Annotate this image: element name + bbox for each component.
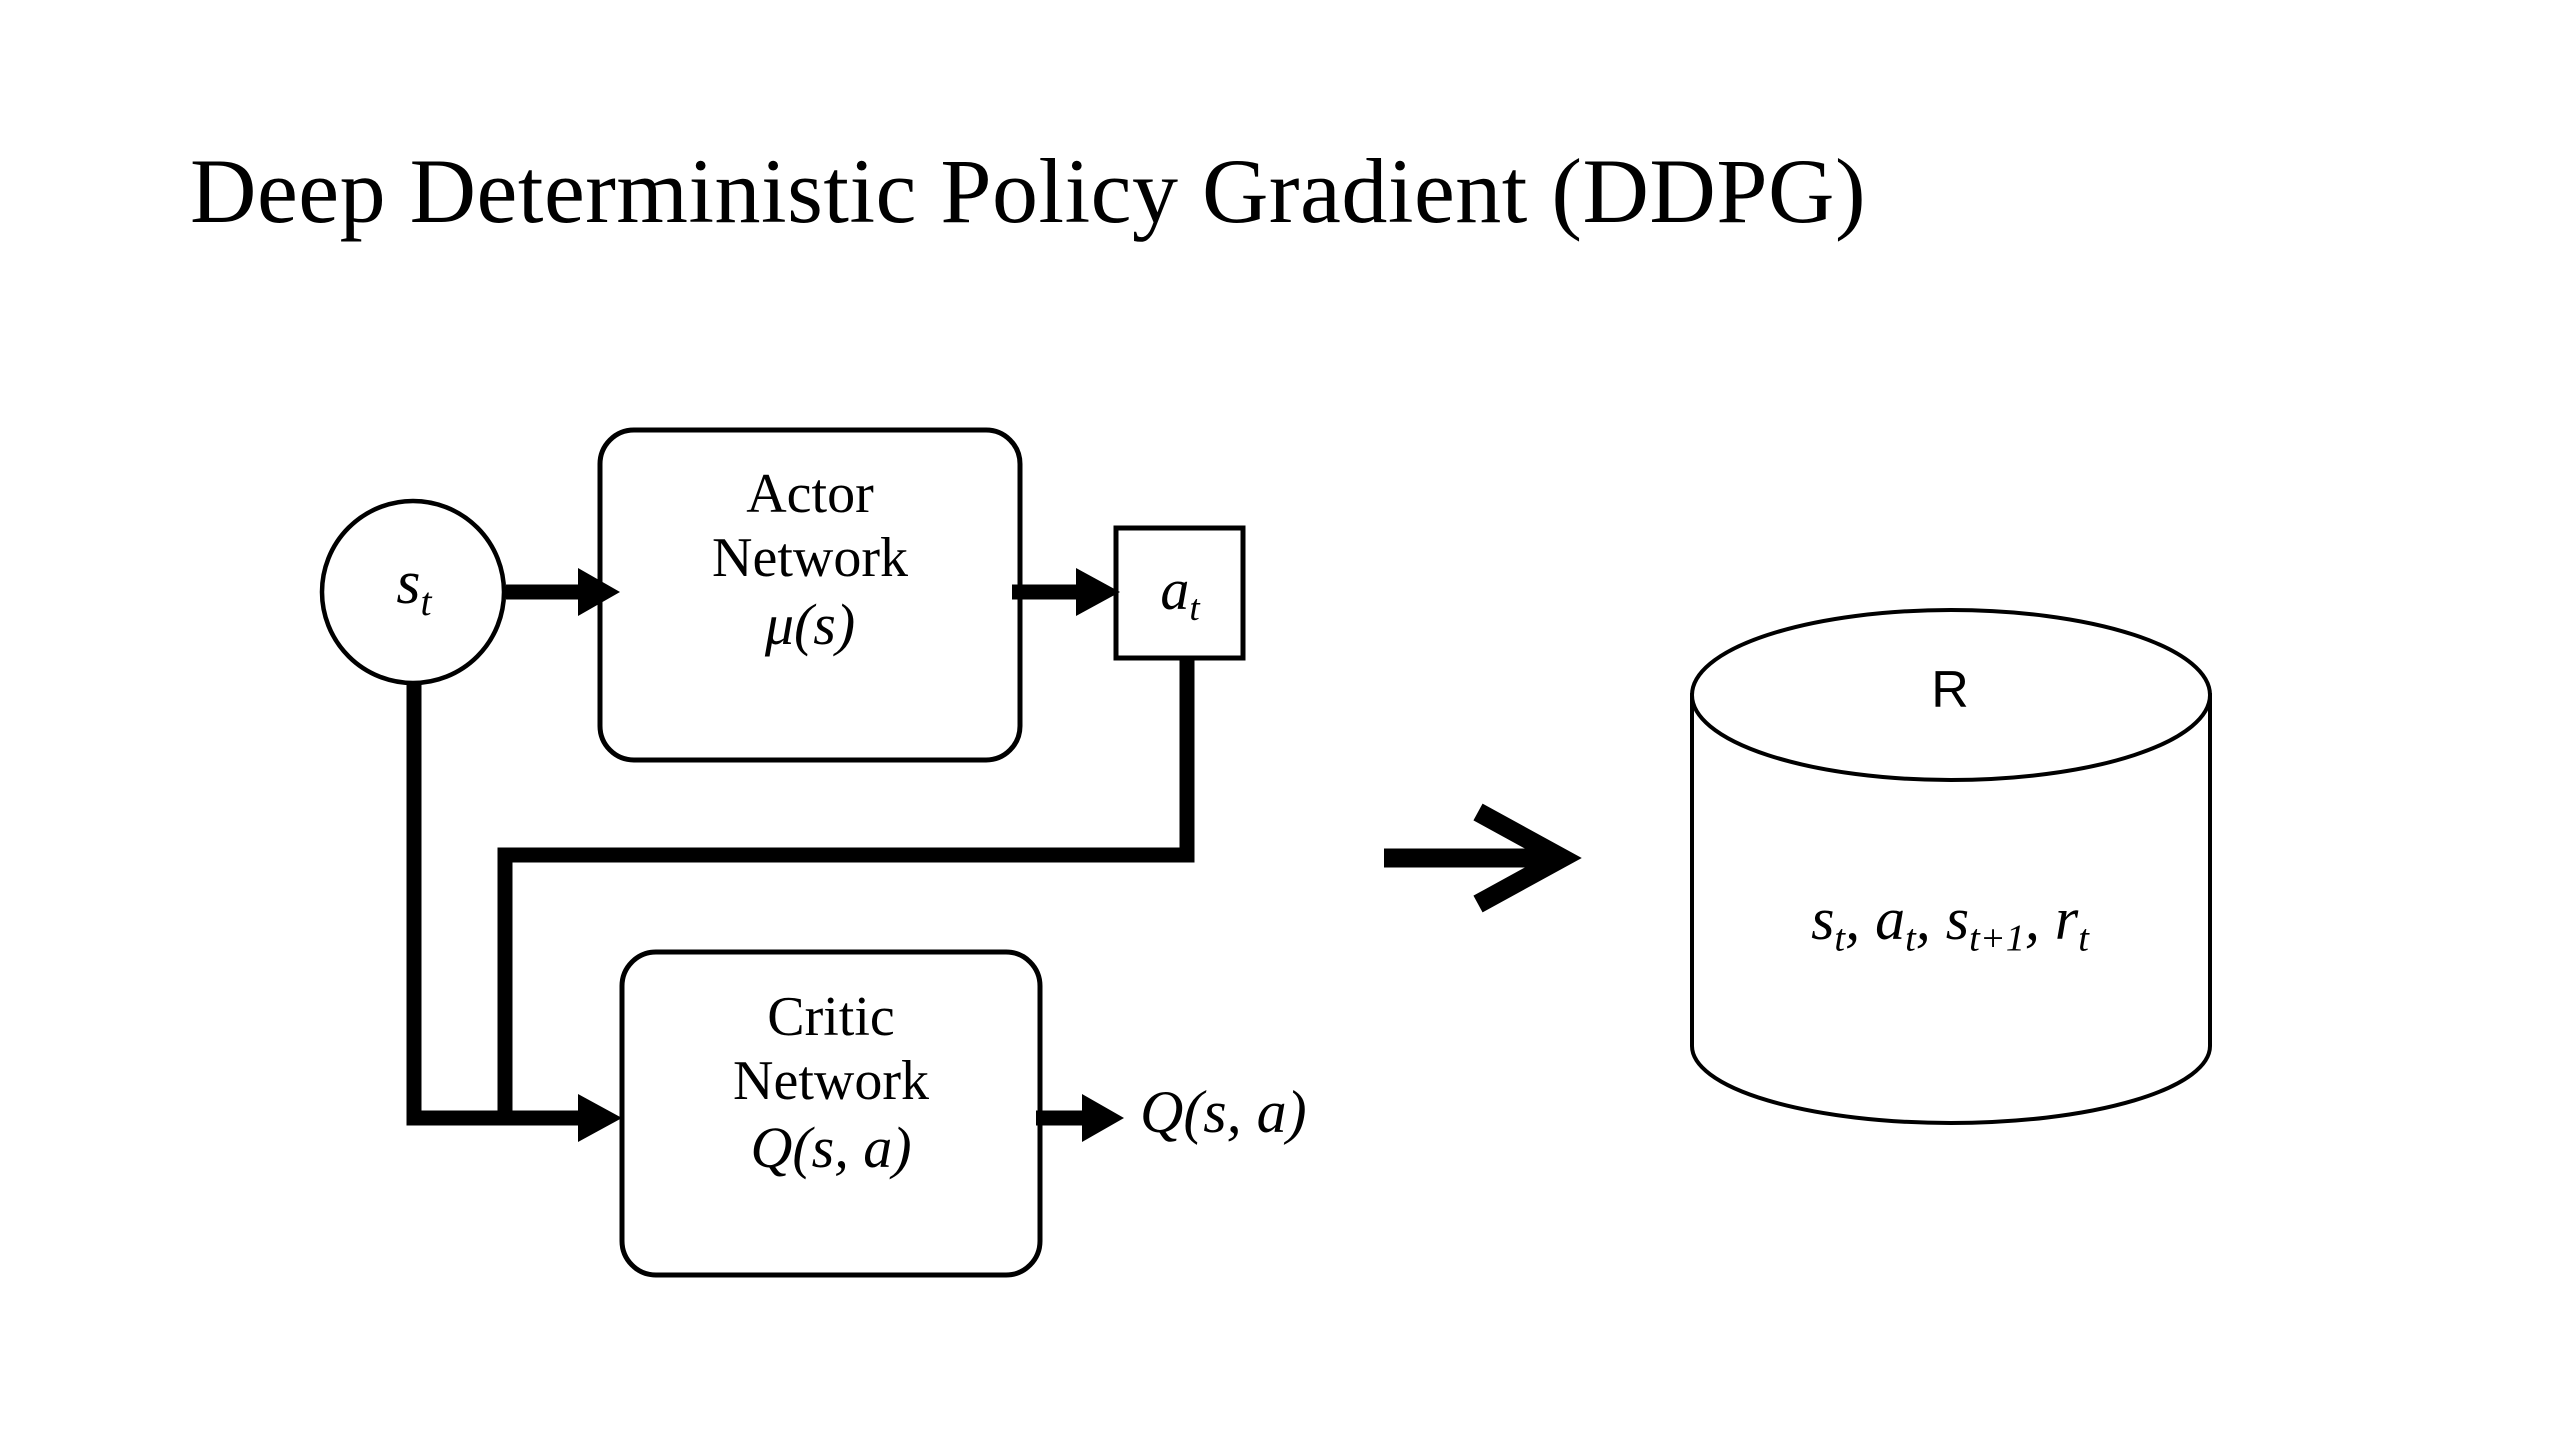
arrow-critic-to-q-output	[1036, 1094, 1124, 1142]
arrow-actor-to-action	[1012, 568, 1120, 616]
arrow-state-to-actor	[506, 568, 620, 616]
critic-network-line-1: Critic	[767, 986, 895, 1048]
edge-action-to-critic	[497, 658, 1195, 1118]
critic-network-label: Critic Network Q(s, a)	[622, 985, 1040, 1183]
action-box-label: at	[1160, 557, 1200, 630]
page-title: Deep Deterministic Policy Gradient (DDPG…	[190, 140, 1867, 242]
replay-buffer-name-label: R	[1931, 661, 1969, 719]
action-box	[1113, 525, 1246, 661]
arrow-into-critic	[414, 1094, 622, 1142]
q-value-output-label: Q(s, a)	[1140, 1079, 1307, 1145]
replay-buffer-cylinder	[1690, 608, 2212, 1125]
arrow-to-replay-buffer	[1384, 803, 1582, 913]
critic-network-formula: Q(s, a)	[750, 1115, 912, 1180]
replay-buffer-tuple-label: st, at, st+1, rt	[1811, 886, 2089, 960]
actor-network-label: Actor Network μ(s)	[600, 462, 1020, 660]
actor-network-line-1: Actor	[746, 463, 874, 525]
state-node-label: st	[396, 549, 432, 624]
critic-network-line-2: Network	[733, 1050, 929, 1112]
edge-state-to-critic	[406, 682, 560, 1126]
actor-network-formula: μ(s)	[764, 592, 856, 657]
actor-network-line-2: Network	[712, 527, 908, 589]
